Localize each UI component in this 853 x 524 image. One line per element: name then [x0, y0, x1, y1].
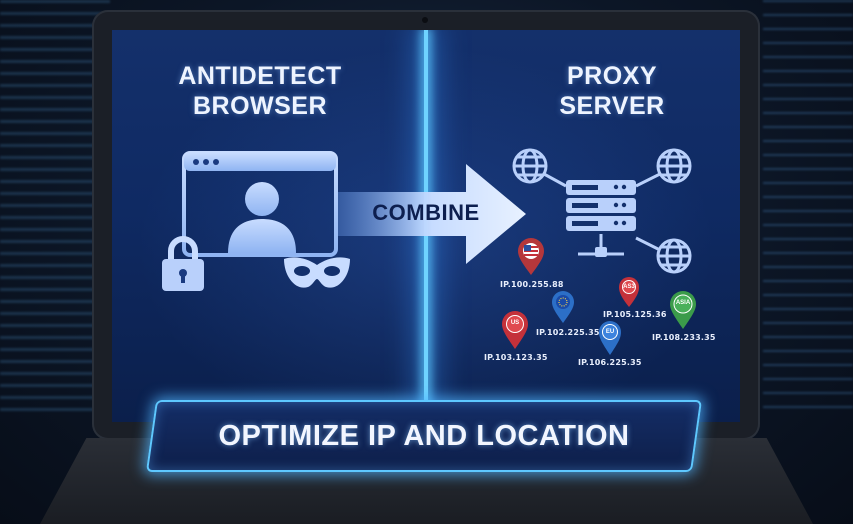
ip-label: IP.100.255.88	[500, 280, 564, 289]
location-pin-asia: ASIA	[668, 290, 698, 330]
location-pin-us: US	[500, 310, 530, 350]
optimize-banner-label: OPTIMIZE IP AND LOCATION	[218, 419, 630, 452]
padlock-icon	[162, 236, 204, 291]
browser-window-user-icon	[182, 151, 338, 257]
background-monitor-right	[763, 0, 853, 420]
background-monitor-left	[0, 0, 110, 420]
antidetect-browser-title: ANTIDETECT BROWSER	[150, 61, 370, 121]
ip-label: IP.102.225.35	[536, 328, 600, 337]
pin-label: EU	[605, 329, 615, 335]
ip-label: IP.106.225.35	[578, 358, 642, 367]
server-globe-network-icon	[512, 148, 692, 274]
right-arrow-icon	[338, 164, 526, 264]
proxy-server-title: PROXY SERVER	[502, 61, 722, 121]
location-pin-us-flag	[516, 238, 546, 276]
location-pin-as3: AS3	[617, 276, 641, 308]
ip-label: IP.103.123.35	[484, 353, 548, 362]
pin-label: ASIA	[675, 300, 691, 306]
pin-label: AS3	[623, 284, 635, 290]
title-line: PROXY	[566, 62, 658, 90]
location-pin-eu-flag	[550, 290, 576, 324]
title-line: BROWSER	[192, 92, 328, 120]
title-line: ANTIDETECT	[178, 62, 342, 90]
laptop-screen: ANTIDETECT BROWSER PROXY SERVER	[112, 30, 740, 422]
ip-label: IP.105.125.36	[603, 310, 667, 319]
title-line: SERVER	[559, 92, 665, 120]
ip-label: IP.108.233.35	[652, 333, 716, 342]
combine-label: COMBINE	[372, 200, 480, 225]
pin-label: US	[510, 320, 520, 326]
location-pin-eu: EU	[597, 320, 623, 356]
laptop-camera	[422, 17, 428, 23]
masquerade-mask-icon	[284, 257, 350, 288]
